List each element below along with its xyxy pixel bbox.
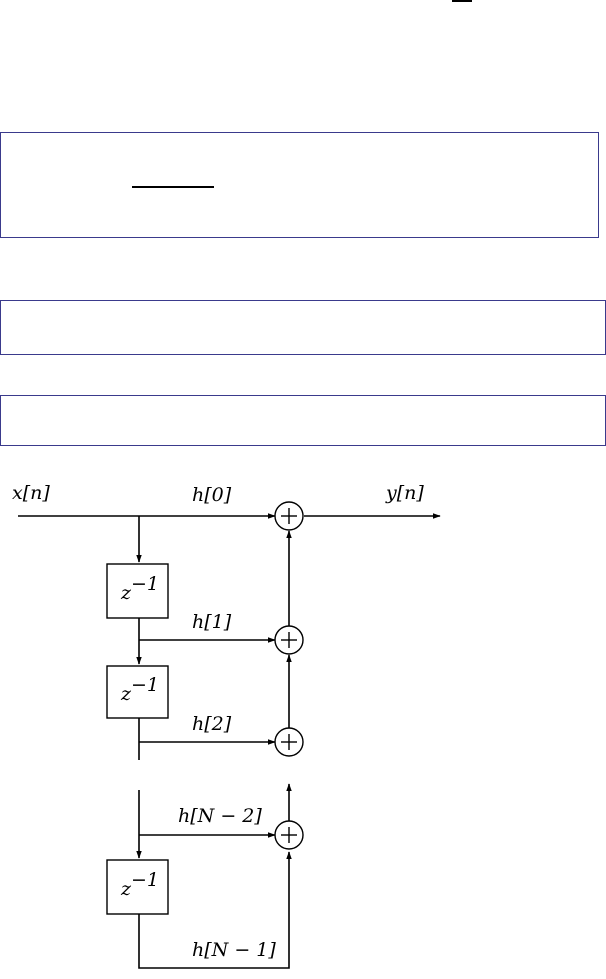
delay-block-last: [106, 859, 169, 915]
fraction-bar: [132, 186, 214, 188]
delay-label-2: z−1: [120, 674, 159, 705]
delay-label-last: z−1: [120, 869, 159, 900]
equation-box-1: [0, 132, 599, 238]
last-tap-line: [138, 851, 292, 969]
tap-label-n2: h[N − 2]: [178, 805, 262, 827]
input-label: x[n]: [12, 482, 50, 504]
tap-label-2: h[2]: [192, 713, 232, 735]
delay-block-2: [106, 665, 169, 719]
output-label: y[n]: [385, 482, 424, 504]
tap-label-1: h[1]: [192, 611, 232, 633]
tap-label-n1: h[N − 1]: [192, 939, 276, 961]
clipped-overline: [452, 0, 472, 2]
adders: [274, 501, 304, 850]
delay-block-1: [106, 563, 169, 619]
adder-n2: [274, 820, 304, 850]
adder-0: [274, 501, 304, 531]
adder-2: [274, 727, 304, 757]
tap-label-0: h[0]: [192, 484, 232, 506]
adder-1: [274, 625, 304, 655]
delay-label-1: z−1: [120, 573, 159, 604]
